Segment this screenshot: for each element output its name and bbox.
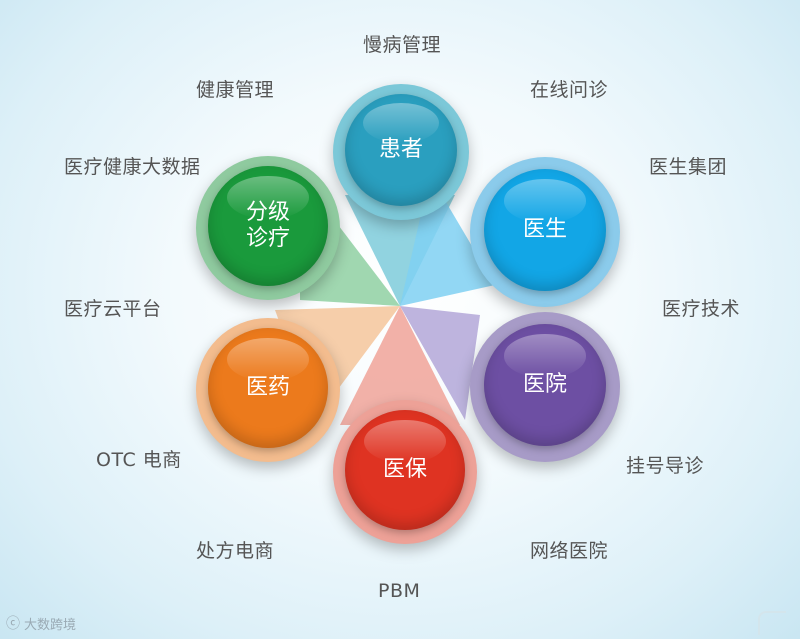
label-doctor-group: 医生集团 (649, 156, 728, 178)
node-doctor-label: 医生 (522, 217, 567, 242)
node-pharma: 医药 (196, 318, 340, 462)
label-medical-tech: 医疗技术 (662, 298, 741, 320)
node-patient-label: 患者 (378, 137, 423, 162)
node-doctor-core: 医生 (484, 169, 606, 291)
node-tiered: 分级 诊疗 (196, 156, 340, 300)
node-insurance: 医保 (333, 400, 477, 544)
node-doctor: 医生 (470, 157, 620, 307)
node-pharma-label: 医药 (245, 375, 290, 400)
node-insurance-core: 医保 (345, 410, 465, 530)
node-insurance-label: 医保 (382, 457, 427, 482)
label-registration: 挂号导诊 (626, 455, 705, 477)
label-medical-cloud: 医疗云平台 (64, 298, 162, 320)
label-otc-ecommerce: OTC 电商 (96, 449, 182, 471)
node-hospital-core: 医院 (484, 324, 606, 446)
node-pharma-core: 医药 (208, 328, 328, 448)
logo-icon: ⓒ (6, 616, 20, 632)
node-tiered-core: 分级 诊疗 (208, 166, 328, 286)
node-patient: 患者 (333, 84, 469, 220)
node-tiered-label: 分级 诊疗 (245, 200, 290, 251)
node-patient-core: 患者 (345, 94, 457, 206)
ray-insurance (340, 306, 460, 425)
watermark: ⓒ 大数跨境 (6, 613, 76, 633)
ray-hospital (400, 306, 480, 420)
label-chronic: 慢病管理 (363, 34, 442, 56)
node-hospital: 医院 (470, 312, 620, 462)
corner-decoration (758, 611, 786, 635)
label-online-hospital: 网络医院 (530, 540, 609, 562)
node-hospital-label: 医院 (522, 372, 567, 397)
label-health-mgmt: 健康管理 (196, 79, 275, 101)
label-rx-ecommerce: 处方电商 (196, 540, 275, 562)
label-pbm: PBM (378, 580, 421, 602)
watermark-text: 大数跨境 (24, 617, 77, 633)
label-medical-bigdata: 医疗健康大数据 (64, 156, 201, 178)
label-online-consult: 在线问诊 (530, 79, 609, 101)
